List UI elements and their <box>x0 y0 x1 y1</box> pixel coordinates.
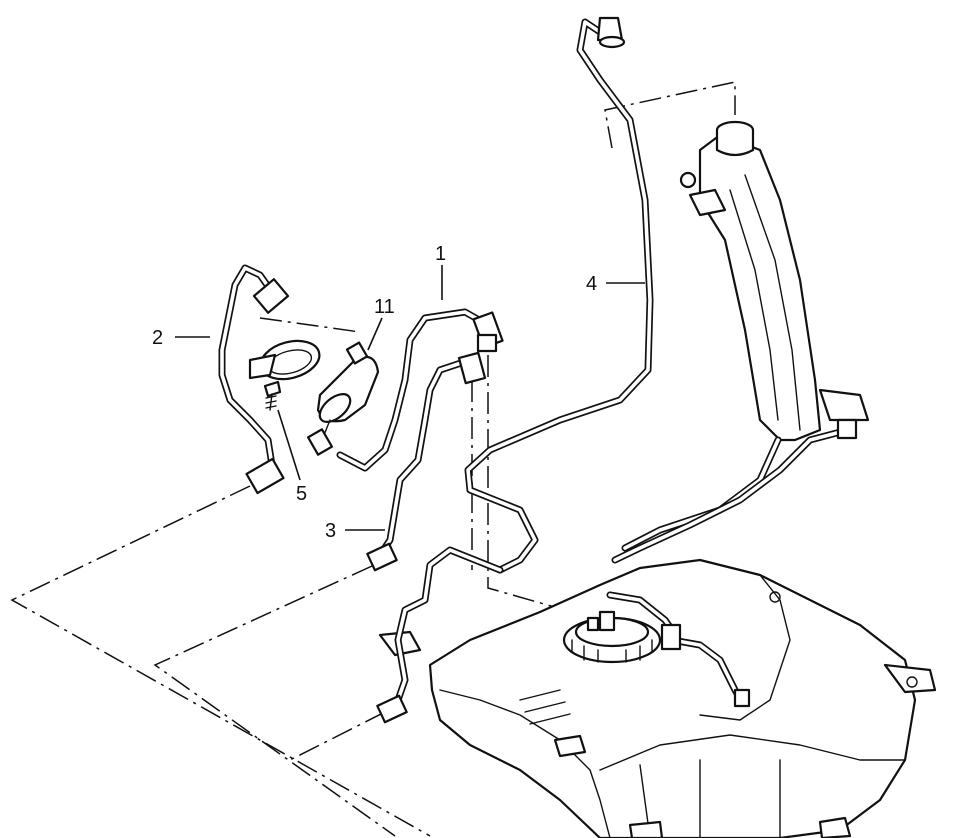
vent-nipple <box>679 171 697 189</box>
tank-edge-side <box>599 734 906 771</box>
callout-4: 4 <box>586 273 597 295</box>
filter-end-cap <box>318 393 352 423</box>
callout-11: 11 <box>374 296 395 318</box>
guide-line-pipe2 <box>10 485 431 837</box>
filler-neck-line-1 <box>729 189 779 421</box>
guide-line-pipe3 <box>153 565 396 837</box>
filler-neck <box>611 120 870 564</box>
tank-supply-line <box>376 546 751 724</box>
supply-pipe-1 <box>336 308 504 472</box>
tank-body <box>428 558 917 838</box>
filter-outlet-connector <box>306 428 334 456</box>
screw-5 <box>263 380 282 411</box>
tank-bolt-hole <box>769 591 781 603</box>
filter-inlet <box>345 341 369 365</box>
pump-return <box>586 616 600 632</box>
callout-3: 3 <box>325 520 336 542</box>
pipe-3-top-connector <box>457 351 487 385</box>
clamp-bracket <box>248 353 277 380</box>
filler-cap-body <box>715 130 755 157</box>
filler-mount-bracket-lower <box>818 388 870 422</box>
callout-labels: 1 2 3 4 5 11 <box>152 243 597 542</box>
return-pipe-3 <box>366 351 487 572</box>
pipe-2-bottom-connector <box>245 457 285 495</box>
leader-5 <box>277 409 301 481</box>
pipe-1-end <box>476 333 498 353</box>
filler-hose <box>621 436 782 552</box>
tank-mount-bottom <box>818 816 852 838</box>
breather-hose <box>611 426 852 564</box>
tank-mount-bottom-left <box>628 820 664 838</box>
pipe-2-assembly <box>218 264 290 495</box>
tank-line-connector <box>376 694 408 724</box>
tank-bolt-hole-right <box>906 676 918 688</box>
screw-head <box>263 380 282 398</box>
tank-top-contour <box>699 574 791 721</box>
screw-thread <box>265 393 277 411</box>
vent-valve-flange <box>598 35 626 49</box>
filler-mount-bracket <box>688 188 727 217</box>
pump-hose-clamp <box>660 623 682 651</box>
guide-line-tank-connector <box>289 711 386 761</box>
callout-leaders <box>175 265 645 531</box>
pump-outlet <box>598 610 616 632</box>
return-hose-end <box>733 688 751 708</box>
guide-line-filter <box>259 317 361 333</box>
vent-pipe-4 <box>464 16 654 574</box>
pipe-4 <box>464 18 654 574</box>
guide-line-vent <box>604 81 736 149</box>
leader-11 <box>367 317 383 351</box>
callout-2: 2 <box>152 327 163 349</box>
filter-clamp-bracket <box>248 339 321 381</box>
pump-flange-teeth <box>571 639 653 663</box>
callout-1: 1 <box>435 243 446 265</box>
breather-connector <box>836 418 858 440</box>
filler-neck-tube <box>698 133 822 442</box>
pipe-2-top-connector <box>252 278 290 314</box>
filler-neck-line-2 <box>744 174 801 431</box>
tank-ribs <box>519 689 571 725</box>
tank-mount-right <box>883 663 937 694</box>
tank-mount-front <box>553 734 587 758</box>
fuel-tank <box>378 558 937 838</box>
guide-line-pipe1 <box>487 355 601 621</box>
pipe-3-bottom-connector <box>366 542 398 572</box>
fuel-pump-flange <box>562 610 662 664</box>
fuel-filter-11 <box>306 341 380 456</box>
callout-5: 5 <box>296 483 307 505</box>
